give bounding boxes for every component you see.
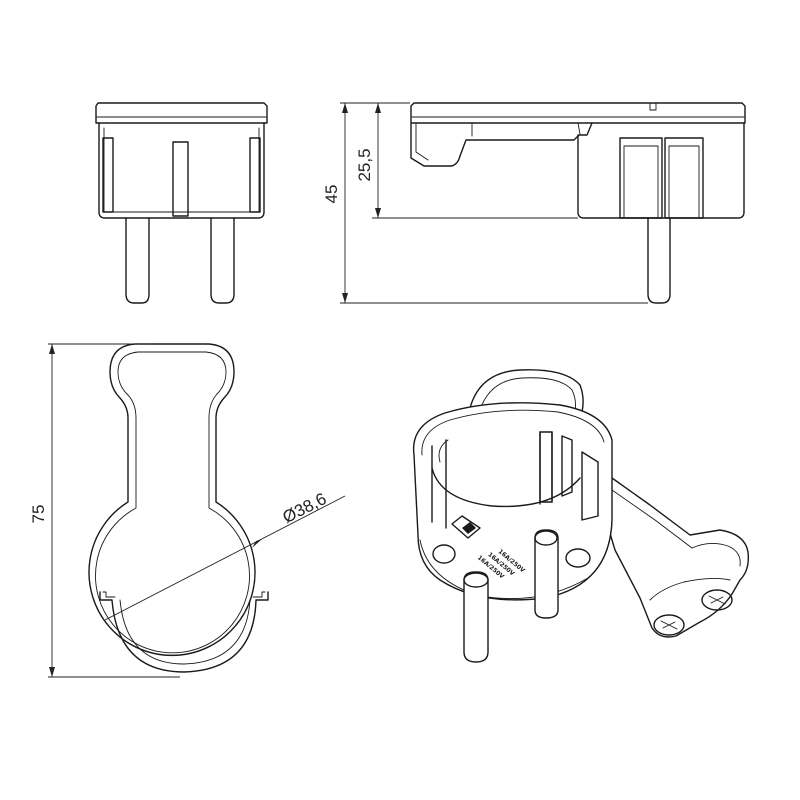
dimension-75: 75 (29, 343, 180, 678)
dimension-25-5: 25,5 (355, 103, 578, 219)
dimension-45: 45 (322, 102, 648, 304)
dimension-75-label: 75 (29, 505, 48, 524)
dimension-25-5-label: 25,5 (355, 148, 374, 181)
front-view (95, 102, 268, 304)
dimension-45-label: 45 (322, 185, 341, 204)
diameter-label: Ø38,6 (280, 489, 330, 527)
isometric-view: 16A/250V 16A/250V 16A/250V (412, 369, 750, 663)
side-view (410, 102, 746, 304)
top-view: Ø38,6 (88, 343, 346, 673)
